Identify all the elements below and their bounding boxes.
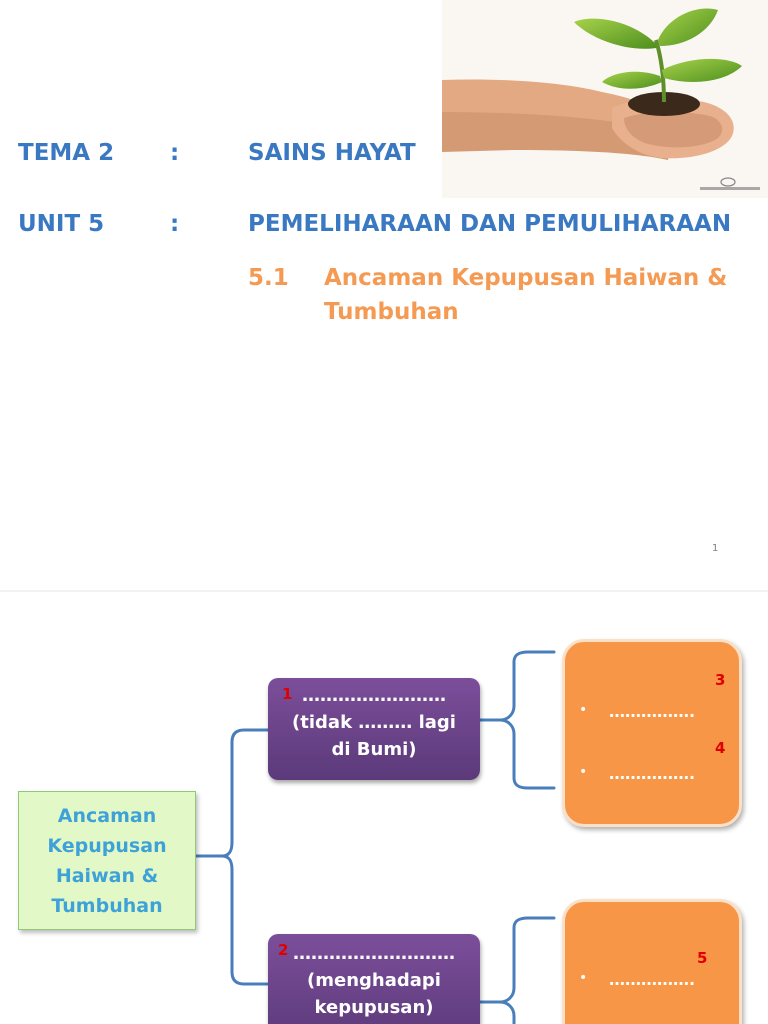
main-topic-line3: Haiwan & <box>55 864 159 887</box>
seedling-illustration <box>442 0 768 198</box>
item3-text: ……………. <box>609 702 696 721</box>
branch1-box: 1 …………………… (tidak ……… lagi di Bumi) <box>268 678 480 780</box>
main-topic-box: Ancaman Kepupusan Haiwan & Tumbuhan <box>18 791 196 930</box>
branch2-items-box: 5 • ……………. <box>562 899 742 1024</box>
main-topic-line2: Kepupusan <box>47 834 167 857</box>
connector-branch1-bottom <box>498 718 556 790</box>
item5-number: 5 <box>697 949 708 967</box>
section-title-line2: Tumbuhan <box>324 299 459 325</box>
item3-number: 3 <box>715 671 726 689</box>
mind-map-slide: Ancaman Kepupusan Haiwan & Tumbuhan 1 ……… <box>0 592 768 1024</box>
branch2-line3: kepupusan) <box>314 997 434 1018</box>
main-topic-line1: Ancaman <box>57 804 157 827</box>
item4-bullet: • <box>579 764 588 780</box>
hands-holding-seedling-photo <box>442 0 768 198</box>
item4-number: 4 <box>715 739 726 757</box>
branch2-line2: (menghadapi <box>307 970 441 991</box>
item5-text: ……………. <box>609 970 696 989</box>
connector-branch1-top <box>478 650 556 722</box>
branch2-line1: ……………………… <box>293 943 455 964</box>
main-topic-line4: Tumbuhan <box>51 894 163 917</box>
branch1-number: 1 <box>282 685 293 703</box>
item5-bullet: • <box>579 970 588 986</box>
title-slide: TEMA 2 : SAINS HAYAT UNIT 5 : PEMELIHARA… <box>18 0 768 554</box>
branch1-line1: …………………… <box>302 685 446 706</box>
branch1-line3: di Bumi) <box>331 739 417 760</box>
branch2-number: 2 <box>278 941 289 959</box>
connector-branch2-top <box>478 916 556 1004</box>
connector-main-to-branch1 <box>194 728 270 858</box>
branch1-items-box: 3 • ……………. 4 • ……………. <box>562 639 742 827</box>
item3-bullet: • <box>579 702 588 718</box>
unit-value: PEMELIHARAAN DAN PEMULIHARAAN <box>248 211 732 237</box>
connector-branch2-bottom <box>498 1000 516 1024</box>
branch2-box: 2 ……………………… (menghadapi kepupusan) <box>268 934 480 1024</box>
section-title-line1: Ancaman Kepupusan Haiwan & <box>324 265 728 291</box>
section-number: 5.1 <box>248 265 289 291</box>
item4-text: ……………. <box>609 764 696 783</box>
page-number: 1 <box>712 543 719 554</box>
connector-main-to-branch2 <box>220 854 270 986</box>
tema-colon: : <box>170 140 180 166</box>
unit-colon: : <box>170 211 180 237</box>
connector-lines <box>194 650 556 1024</box>
branch1-line2: (tidak ……… lagi <box>292 712 456 733</box>
slide-separator <box>0 590 768 592</box>
tema-value: SAINS HAYAT <box>248 140 416 166</box>
unit-label: UNIT 5 <box>18 211 105 237</box>
tema-label: TEMA 2 <box>18 140 115 166</box>
